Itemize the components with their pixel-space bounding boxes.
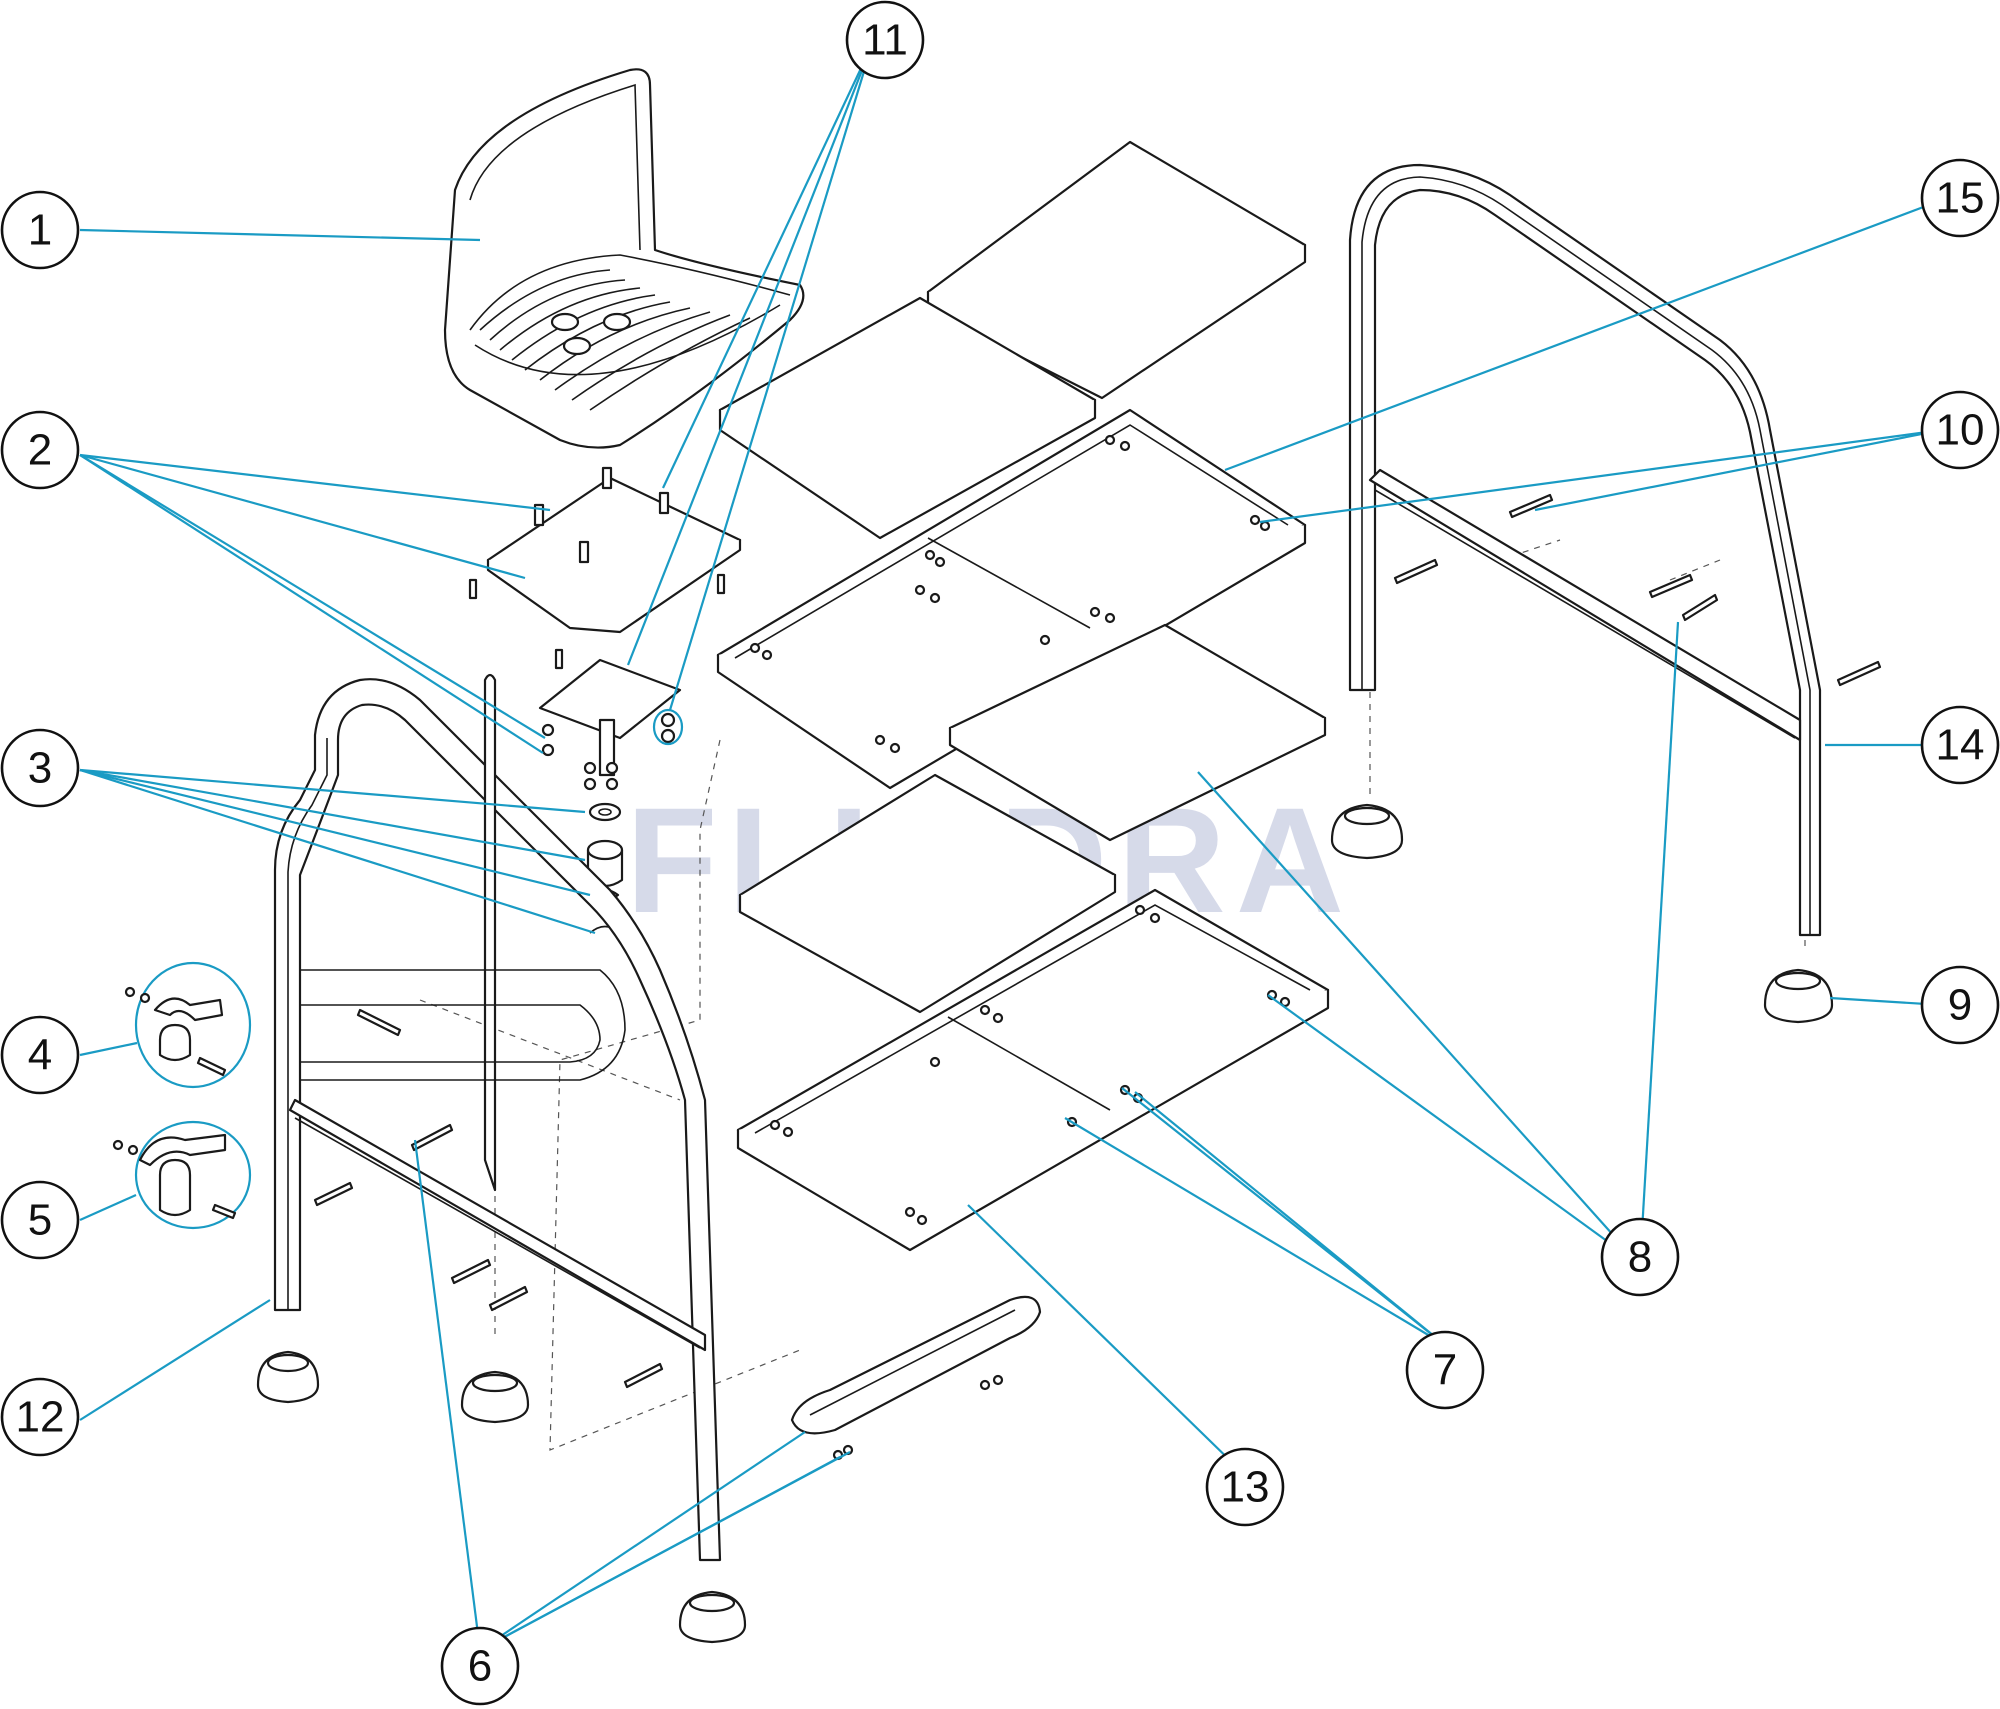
- foot-right-back: [1330, 803, 1404, 860]
- left-frame-part: [273, 673, 722, 1562]
- callout-12: 12: [0, 1377, 80, 1457]
- callout-14-label: 14: [1936, 721, 1985, 770]
- callout-12-label: 12: [16, 1393, 65, 1442]
- callout-15-label: 15: [1936, 174, 1985, 223]
- right-frame-bolts: [1393, 493, 1882, 687]
- callout-10: 10: [1920, 390, 2000, 470]
- callout-8-label: 8: [1628, 1233, 1652, 1282]
- upper-step-frame: [716, 408, 1307, 790]
- right-frame-part: [1348, 163, 1822, 937]
- callout-2-label: 2: [28, 426, 52, 475]
- callout-14: 14: [1920, 705, 2000, 785]
- callout-2: 2: [0, 410, 80, 490]
- callout-11-label: 11: [862, 16, 908, 65]
- callout-11: 11: [845, 0, 925, 80]
- seat-bracket-part: [468, 466, 742, 791]
- seat-part: [443, 68, 805, 449]
- leader-lines: [79, 44, 1943, 1651]
- callout-10-label: 10: [1936, 406, 1985, 455]
- callout-6-label: 6: [468, 1642, 492, 1691]
- callout-4-label: 4: [28, 1031, 52, 1080]
- frame-feet: [256, 803, 1834, 1644]
- foot-left-front: [256, 1350, 320, 1404]
- callout-3: 3: [0, 728, 80, 808]
- callout-6: 6: [440, 1626, 520, 1706]
- callout-4: 4: [0, 1015, 80, 1095]
- callout-9: 9: [1920, 965, 2000, 1045]
- left-frame-bolts: [313, 1008, 664, 1389]
- callout-3-label: 3: [28, 744, 52, 793]
- callout-15: 15: [1920, 158, 2000, 238]
- clamp-inset-5: [112, 1120, 252, 1230]
- callout-7: 7: [1405, 1330, 1485, 1410]
- callout-7-label: 7: [1433, 1346, 1457, 1395]
- part-11-highlight: [652, 708, 684, 746]
- foot-right-front: [1763, 968, 1834, 1024]
- lower-tread-boards: [738, 623, 1327, 1014]
- bottom-step-bar: [790, 1295, 1042, 1461]
- lower-step-frame: [736, 888, 1330, 1252]
- callout-1-label: 1: [28, 206, 52, 255]
- callout-9-label: 9: [1948, 981, 1972, 1030]
- callout-5-label: 5: [28, 1196, 52, 1245]
- callout-8: 8: [1600, 1217, 1680, 1297]
- foot-left-bottom: [678, 1590, 747, 1644]
- callout-13: 13: [1205, 1447, 1285, 1527]
- callout-1: 1: [0, 190, 80, 270]
- clamp-inset-4: [124, 961, 252, 1089]
- callout-13-label: 13: [1221, 1463, 1270, 1512]
- foot-left-back: [460, 1370, 530, 1424]
- callout-5: 5: [0, 1180, 80, 1260]
- upper-tread-boards: [718, 140, 1307, 540]
